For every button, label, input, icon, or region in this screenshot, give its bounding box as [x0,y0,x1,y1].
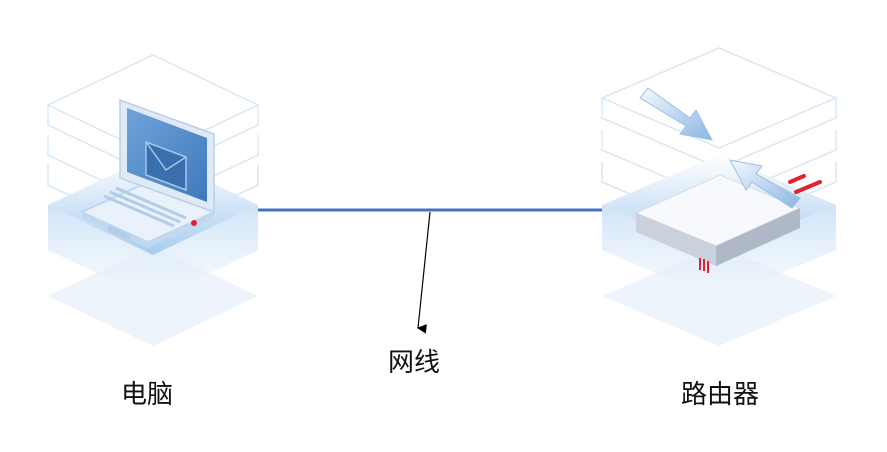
cable-pointer-arrow [416,211,431,334]
router-node [600,47,838,346]
laptop-mail-icon [80,98,216,248]
cable-label: 网线 [388,348,441,378]
router-label: 路由器 [681,380,760,410]
router-icon [634,174,822,273]
computer-node [46,54,260,346]
exchange-arrows-icon [639,87,801,209]
computer-label: 电脑 [121,380,174,410]
